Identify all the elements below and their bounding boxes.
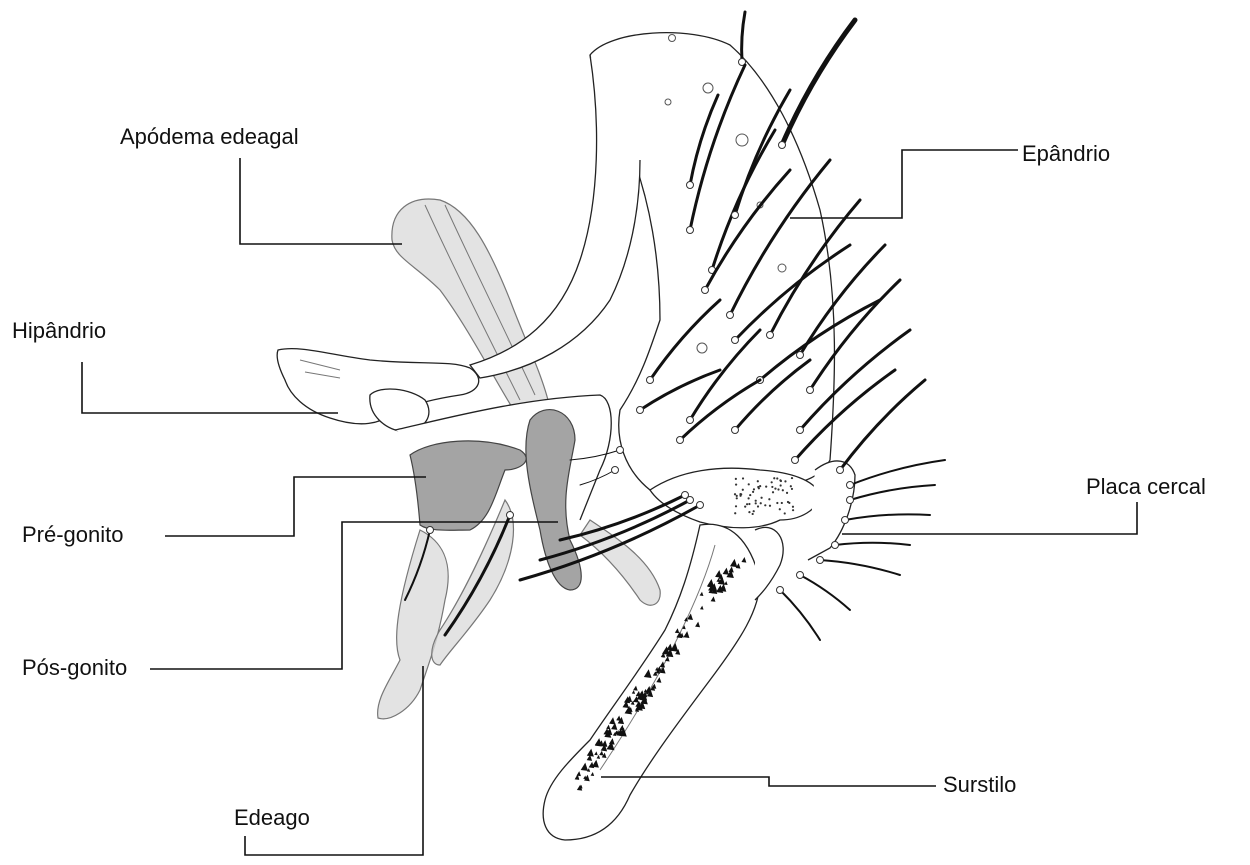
- cercal-microtrichia: [780, 480, 782, 482]
- cercal-microtrichia: [742, 489, 744, 491]
- bristle-socket: [647, 377, 654, 384]
- cercal-microtrichia: [757, 486, 759, 488]
- bristle-socket: [687, 227, 694, 234]
- cercal-microtrichia: [755, 500, 757, 502]
- cercal-microtrichia: [752, 513, 754, 515]
- bristle: [782, 20, 855, 145]
- bristle-socket: [617, 447, 624, 454]
- cercal-microtrichia: [736, 497, 738, 499]
- cercal-microtrichia: [744, 506, 746, 508]
- cercal-microtrichia: [748, 503, 750, 505]
- cercal-microtrichia: [771, 486, 773, 488]
- bristle-socket: [507, 512, 514, 519]
- bristle: [800, 575, 850, 610]
- cercal-microtrichia: [753, 510, 755, 512]
- cercal-microtrichia: [791, 477, 793, 479]
- bristle: [780, 590, 820, 640]
- cercal-microtrichia: [753, 488, 755, 490]
- bristle-socket: [697, 502, 704, 509]
- bristle: [820, 560, 900, 575]
- cercal-microtrichia: [772, 491, 774, 493]
- bristle: [835, 543, 910, 545]
- bristle: [742, 12, 745, 62]
- bristle-socket: [732, 427, 739, 434]
- cercal-microtrichia: [736, 495, 738, 497]
- cercal-microtrichia: [786, 492, 788, 494]
- bristle-socket: [702, 287, 709, 294]
- cercal-microtrichia: [782, 489, 784, 491]
- bristle-socket: [687, 417, 694, 424]
- cercal-microtrichia: [760, 497, 762, 499]
- cercal-microtrichia: [792, 506, 794, 508]
- bristle-socket: [817, 557, 824, 564]
- cercal-microtrichia: [781, 502, 783, 504]
- bristle-socket: [832, 542, 839, 549]
- bristle-socket: [797, 427, 804, 434]
- bristle-socket: [682, 492, 689, 499]
- bristle-socket: [842, 517, 849, 524]
- bristle-socket: [807, 387, 814, 394]
- bristle-socket: [612, 467, 619, 474]
- bristle-socket: [677, 437, 684, 444]
- cercal-microtrichia: [776, 477, 778, 479]
- bristle: [850, 460, 945, 485]
- cercal-microtrichia: [735, 478, 737, 480]
- bristle-socket: [797, 352, 804, 359]
- cercal-microtrichia: [791, 488, 793, 490]
- cercal-microtrichia: [752, 491, 754, 493]
- cercal-microtrichia: [764, 504, 766, 506]
- bristle-socket: [767, 332, 774, 339]
- bristle-socket: [777, 587, 784, 594]
- bristle-socket: [687, 182, 694, 189]
- bristle-socket: [732, 212, 739, 219]
- cercal-microtrichia: [774, 488, 776, 490]
- cercal-microtrichia: [779, 508, 781, 510]
- cercal-microtrichia: [769, 505, 771, 507]
- cercal-microtrichia: [748, 483, 750, 485]
- cercal-microtrichia: [777, 488, 779, 490]
- cercal-microtrichia: [757, 505, 759, 507]
- bristle-socket: [732, 337, 739, 344]
- cercal-microtrichia: [734, 512, 736, 514]
- bristle-socket: [779, 142, 786, 149]
- cercal-microtrichia: [784, 512, 786, 514]
- cercal-microtrichia: [792, 509, 794, 511]
- bristle-socket: [427, 527, 434, 534]
- bristle: [850, 485, 935, 500]
- cercal-microtrichia: [768, 498, 770, 500]
- cercal-microtrichia: [790, 485, 792, 487]
- cercal-microtrichia: [771, 481, 773, 483]
- cercal-microtrichia: [748, 511, 750, 513]
- bristle-socket: [837, 467, 844, 474]
- cercal-microtrichia: [739, 495, 741, 497]
- cercal-microtrichia: [735, 483, 737, 485]
- bristle-socket: [847, 482, 854, 489]
- cercal-microtrichia: [776, 502, 778, 504]
- cercal-microtrichia: [746, 503, 748, 505]
- cercal-microtrichia: [735, 505, 737, 507]
- cercal-microtrichia: [748, 497, 750, 499]
- bristle: [845, 514, 930, 520]
- cercal-microtrichia: [759, 485, 761, 487]
- bristle: [840, 380, 925, 470]
- cercal-microtrichia: [757, 480, 759, 482]
- bristle-socket: [727, 312, 734, 319]
- bristle-socket: [797, 572, 804, 579]
- bristle-socket: [637, 407, 644, 414]
- cercal-microtrichia: [760, 502, 762, 504]
- cercal-microtrichia: [765, 485, 767, 487]
- bristle-socket: [847, 497, 854, 504]
- cercal-microtrichia: [755, 502, 757, 504]
- cercal-microtrichia: [773, 477, 775, 479]
- placa-cercal: [650, 461, 855, 560]
- cercal-microtrichia: [780, 484, 782, 486]
- cercal-microtrichia: [749, 494, 751, 496]
- bristle-socket: [792, 457, 799, 464]
- cercal-microtrichia: [734, 493, 736, 495]
- cercal-microtrichia: [742, 477, 744, 479]
- cercal-microtrichia: [784, 480, 786, 482]
- cercal-microtrichia: [787, 501, 789, 503]
